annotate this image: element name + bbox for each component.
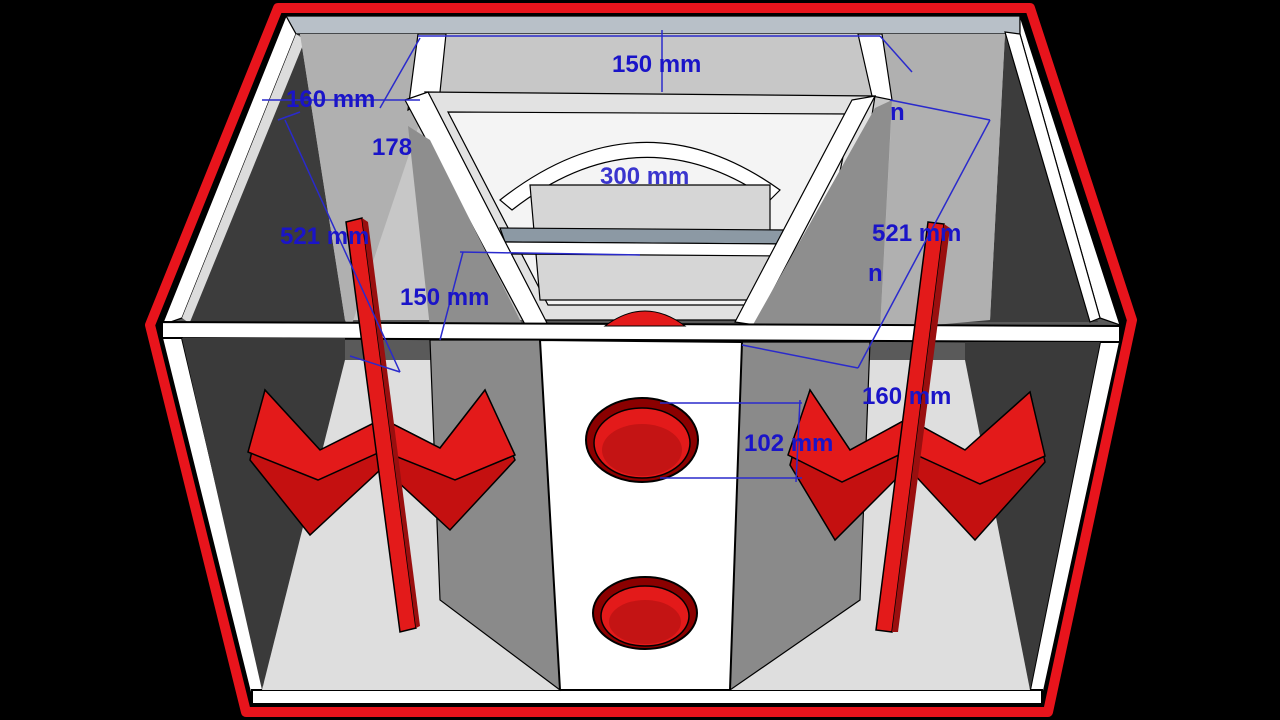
bottom-rail (251, 689, 1043, 705)
dimension-lines (262, 30, 991, 483)
right-angled-baffle-shade (750, 100, 892, 330)
dim-left-inner: 150 mm (400, 284, 489, 311)
dim-right-partial: n (890, 99, 905, 126)
dim-right-inner-partial: n (868, 260, 883, 287)
dim-right-depth: 521 mm (872, 220, 961, 247)
top-port-dome (603, 310, 687, 327)
left-back-panel (300, 34, 430, 330)
dim-left-depth: 521 mm (280, 223, 369, 250)
top-back-rim (284, 15, 1021, 35)
right-back-panel (880, 34, 1005, 330)
port-upper (585, 397, 699, 483)
left-chamber-wall (182, 338, 345, 690)
red-outline (145, 3, 1137, 717)
dim-center-hidden: 300 mm (600, 163, 689, 190)
dim-port-spacing: 102 mm (744, 430, 833, 457)
dim-left-top: 160 mm (286, 86, 375, 113)
throat-arch (499, 141, 781, 211)
port-lower (592, 576, 698, 650)
dim-right-lower: 160 mm (862, 383, 951, 410)
left-wall-inner (182, 34, 305, 325)
dim-top-width: 150 mm (612, 51, 701, 78)
right-stand (787, 221, 1046, 633)
left-angled-baffle-shade (408, 126, 525, 330)
dim-left-partial: 178 (372, 134, 412, 161)
brace-bar (499, 227, 791, 245)
left-side-dark (190, 40, 345, 322)
right-wall-white (1004, 31, 1101, 323)
